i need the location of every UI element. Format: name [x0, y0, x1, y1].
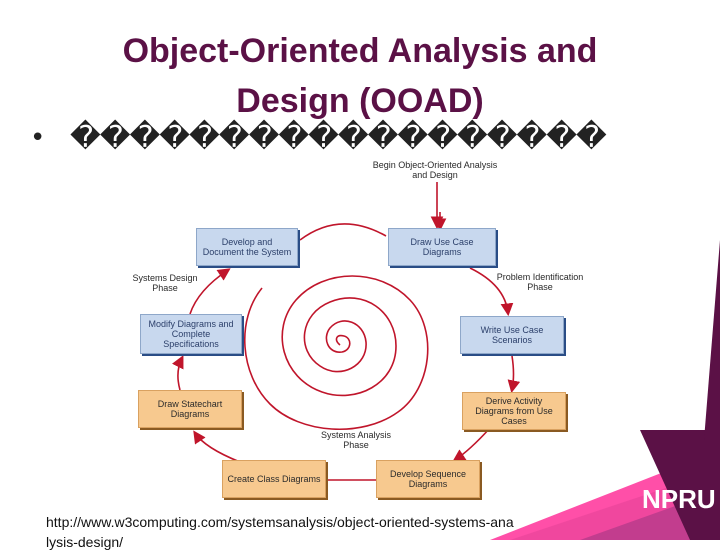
right-edge-stripe	[704, 240, 720, 440]
cycle-arc-3	[452, 427, 491, 462]
corner-decoration	[490, 430, 720, 540]
phase-problem-identification: Problem Identification Phase	[496, 272, 584, 292]
box-modify-diagrams: Modify Diagrams and Complete Specificati…	[140, 314, 242, 354]
source-url[interactable]: http://www.w3computing.com/systemsanalys…	[46, 514, 514, 550]
title-line-2: Design (OOAD)	[236, 82, 484, 120]
cycle-arc-6	[171, 355, 184, 391]
box-develop-sequence-diagrams: Develop Sequence Diagrams	[376, 460, 480, 498]
box-draw-use-case-diagrams: Draw Use Case Diagrams	[388, 228, 496, 266]
bullet-dot: •	[30, 123, 46, 153]
start-label: Begin Object-Oriented Analysis and Desig…	[372, 160, 498, 180]
spiral	[244, 275, 429, 431]
npru-logo: NPRU	[642, 484, 716, 514]
slide-title: Object-Oriented Analysis and Design (OOA…	[40, 26, 680, 126]
bullet-text: ������������������	[70, 120, 607, 155]
cycle-arc-top	[299, 223, 387, 241]
box-develop-and-document: Develop and Document the System	[196, 228, 298, 266]
box-derive-activity-diagrams: Derive Activity Diagrams from Use Cases	[462, 392, 566, 430]
phase-systems-analysis: Systems Analysis Phase	[320, 430, 392, 450]
cycle-arc-5	[193, 430, 241, 463]
cycle-arc-1	[469, 267, 514, 317]
box-draw-statechart-diagrams: Draw Statechart Diagrams	[138, 390, 242, 428]
phase-systems-design: Systems Design Phase	[132, 273, 198, 293]
box-create-class-diagrams: Create Class Diagrams	[222, 460, 326, 498]
cycle-arc-7	[189, 268, 231, 315]
cycle-arc-2	[507, 355, 521, 394]
box-write-use-case-scenarios: Write Use Case Scenarios	[460, 316, 564, 354]
title-line-1: Object-Oriented Analysis and	[122, 32, 598, 70]
bullet-item: • ������������������	[30, 118, 720, 198]
